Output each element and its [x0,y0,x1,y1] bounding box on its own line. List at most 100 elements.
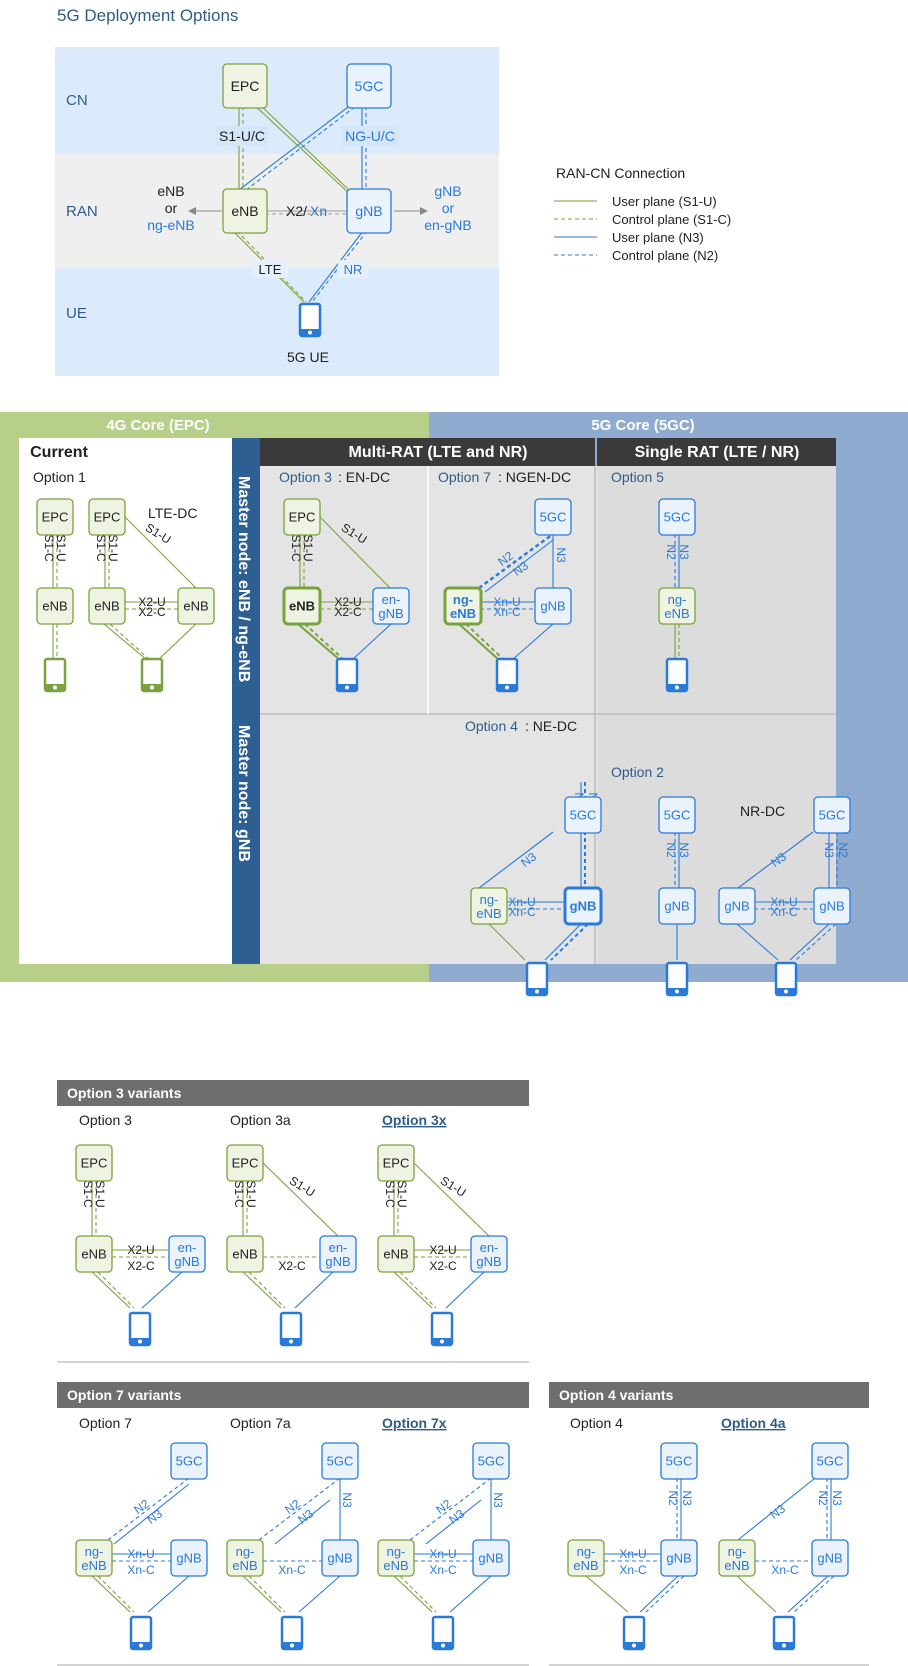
fivegc: 5GC [176,1454,203,1469]
ue-phone-icon [308,330,312,335]
variants-header-title: Option 7 variants [67,1387,182,1403]
variant-title: Option 7a [230,1415,291,1431]
s1u-line [250,101,353,197]
xn-label: Xn [310,203,327,219]
gnb-box [534,587,572,625]
ue-line [157,623,197,661]
ue-line [585,1575,629,1613]
enb: eNB [231,203,258,219]
left-label: or [165,200,178,216]
ng-enb: ng- [85,1544,104,1559]
lte-tag [252,260,288,278]
ue-line [399,1575,437,1613]
enb-box [377,1235,415,1273]
arrow-head [188,207,196,215]
fivegc: 5GC [478,1454,505,1469]
ue-phone-icon [345,685,349,690]
ltedc-title: LTE-DC [148,505,198,521]
epc-box [222,63,268,109]
n3-label: N3 [491,1492,505,1508]
gnb: gNB [478,1551,503,1566]
right-label: en-gNB [424,217,471,233]
epc-box [377,1144,415,1182]
enb: eNB [81,1247,106,1262]
gnb-box [813,887,851,925]
gnb: gNB [666,1551,691,1566]
gnb: gNB [817,1551,842,1566]
ue-phone-icon [535,989,539,994]
ng-enb: eNB [573,1558,598,1573]
s1c-label: S1-C [94,534,108,562]
x2u-label: X2-U [127,1243,154,1257]
option1-title: Option 1 [33,469,86,485]
fivegc-box [472,1442,510,1480]
fivegc: 5GC [666,1454,693,1469]
ue-line [298,1575,341,1613]
ng-enb: eNB [724,1558,749,1573]
opt3-title: : EN-DC [338,469,390,485]
gnb: gNB [327,1551,352,1566]
lte-label: LTE [259,262,282,277]
nr-label: NR [344,262,363,277]
fivegc: 5GC [664,510,691,525]
en-gnb: en- [382,592,401,607]
xnc-label: Xn-C [127,1563,155,1577]
variants-header-title: Option 3 variants [67,1085,182,1101]
ue-line [297,623,341,661]
ng-enb: ng- [236,1544,255,1559]
right-label: gNB [434,183,461,199]
right-label: or [442,200,455,216]
ng-enb: eNB [81,1558,106,1573]
ue-line [645,1575,685,1613]
fivegc: 5GC [327,1454,354,1469]
x2c-label: X2-C [127,1259,155,1273]
ue-phone-icon [139,1643,143,1648]
layer-label: RAN [66,203,98,220]
xnc-label: Xn-C [508,905,536,919]
ue-phone-icon [675,989,679,994]
ue-line [465,623,505,661]
n3-line [737,831,814,889]
opt7-title: : NGEN-DC [498,469,571,485]
s1c-label: S1-C [42,534,56,562]
gnb-box [170,1539,208,1577]
variants-header-title: Option 4 variants [559,1387,674,1403]
enb: eNB [183,599,208,614]
epc-box [283,498,321,536]
fivegc-box [564,796,602,834]
en-gnb: en- [480,1240,499,1255]
opt4-title: : NE-DC [525,718,577,734]
opt5-title: Option 5 [611,469,664,485]
xnc-label: Xn-C [619,1563,647,1577]
core4g-title: 4G Core (EPC) [106,417,209,434]
ue-line [248,1271,286,1309]
legend-entry: User plane (N3) [612,230,704,245]
enb-box [36,587,74,625]
en-gnb: en- [329,1240,348,1255]
core5g-title: 5G Core (5GC) [591,417,694,434]
gnb-box [718,887,756,925]
n3-label: N3 [677,842,691,858]
master-enb-label: Master node: eNB / ng-eNB [235,476,252,682]
fivegc-box [658,796,696,834]
fivegc-box [660,1442,698,1480]
gnb-box [472,1539,510,1577]
s1uc-tag [216,126,268,146]
s1u-label: S1-U [244,1180,258,1207]
arrow-head [420,207,428,215]
ue-line [544,923,582,961]
s1u-label: S1-U [54,534,68,561]
n2-label: N2 [664,842,678,858]
ng-enb: ng- [728,1544,747,1559]
ue-band [55,268,499,376]
variant-title: Option 3x [382,1112,447,1128]
ue-line [639,1575,679,1613]
n3-label: N3 [822,842,836,858]
en-gnb: en- [178,1240,197,1255]
s1u-label: S1-U [106,534,120,561]
s1u-label: S1-U [301,534,315,561]
ng-enb-box [226,1539,264,1577]
en-gnb-box [470,1235,508,1273]
gnb: gNB [176,1551,201,1566]
